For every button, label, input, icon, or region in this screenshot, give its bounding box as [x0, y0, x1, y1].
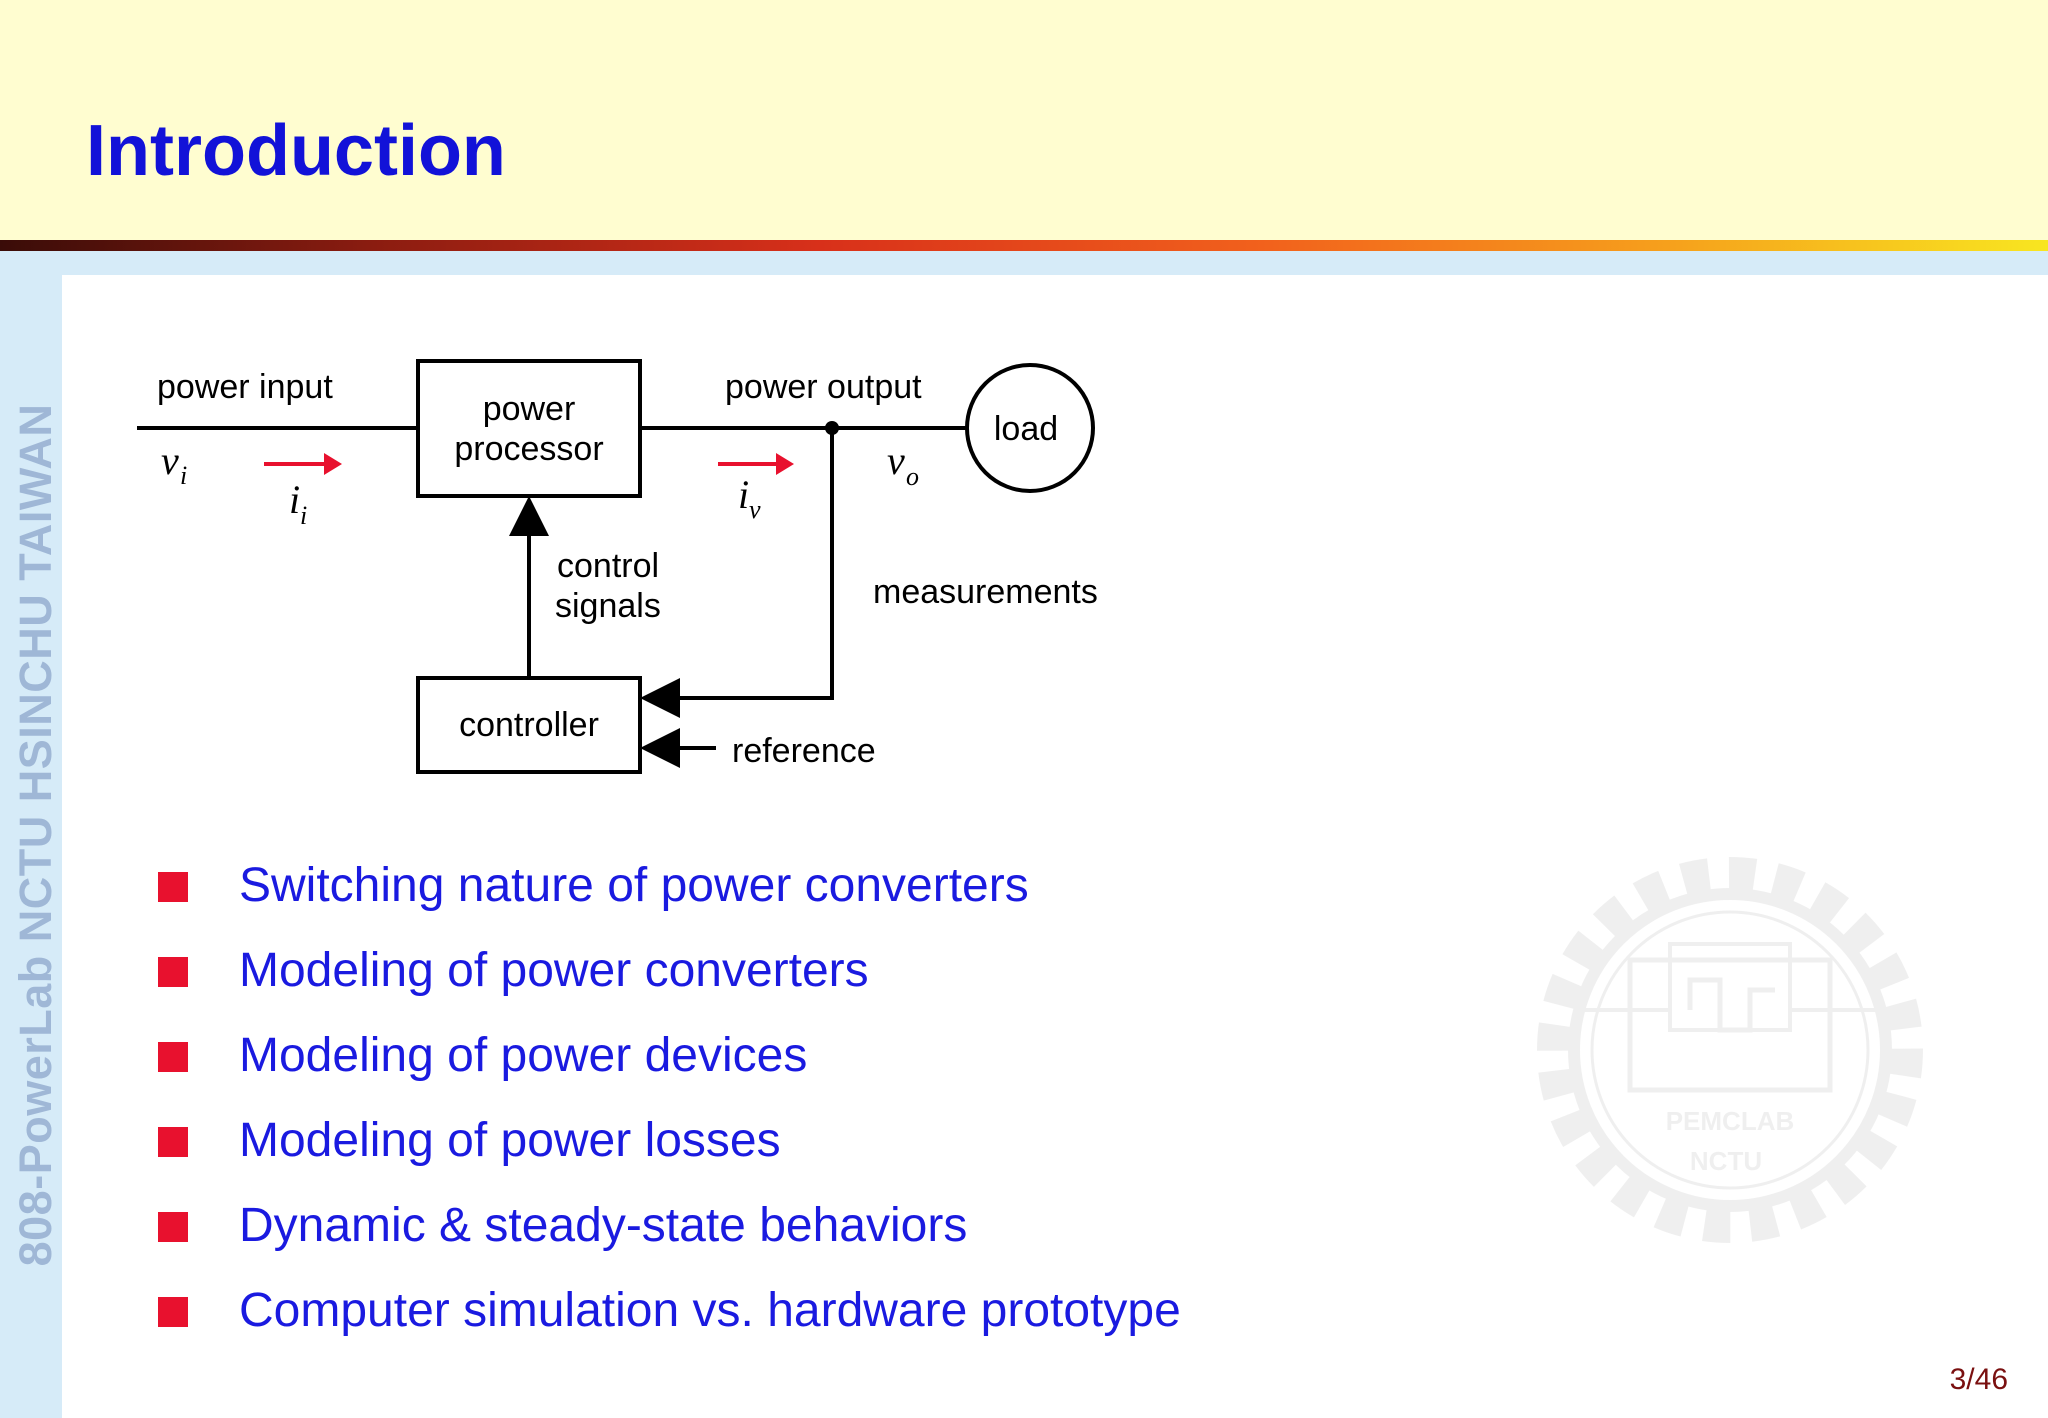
- bullet-text: Dynamic & steady-state behaviors: [239, 1199, 968, 1252]
- bullet-text: Computer simulation vs. hardware prototy…: [239, 1284, 1181, 1337]
- square-bullet-icon: [158, 1212, 188, 1242]
- vi-symbol: v i: [161, 438, 187, 490]
- top-accent-band: [0, 251, 2048, 275]
- measurement-path: [640, 428, 834, 718]
- output-current-arrow: [718, 453, 794, 475]
- svg-text:v: v: [161, 438, 179, 483]
- control-signals-label: control: [557, 547, 659, 585]
- vo-symbol: v o: [887, 438, 919, 491]
- square-bullet-icon: [158, 1042, 188, 1072]
- title-underline: [0, 240, 2048, 251]
- bullet-item: Modeling of power converters: [158, 941, 1458, 1001]
- svg-text:i: i: [300, 501, 307, 530]
- bullet-text: Modeling of power converters: [239, 944, 869, 997]
- bullet-item: Modeling of power losses: [158, 1111, 1458, 1171]
- side-band: [0, 251, 62, 1418]
- pemclab-watermark-logo: PEMCLAB NCTU: [1537, 857, 1923, 1243]
- square-bullet-icon: [158, 957, 188, 987]
- svg-text:i: i: [738, 472, 749, 517]
- power-input-label: power input: [157, 368, 333, 406]
- square-bullet-icon: [158, 1297, 188, 1327]
- svg-text:o: o: [906, 462, 919, 491]
- iv-symbol: i v: [738, 472, 761, 524]
- input-current-arrow: [264, 453, 342, 475]
- ii-symbol: i i: [289, 477, 307, 530]
- bullet-item: Dynamic & steady-state behaviors: [158, 1196, 1458, 1256]
- bullet-item: Switching nature of power converters: [158, 856, 1458, 916]
- measurements-label: measurements: [873, 573, 1098, 611]
- square-bullet-icon: [158, 872, 188, 902]
- reference-label: reference: [732, 732, 876, 770]
- controller-block: [416, 676, 642, 774]
- bullet-item: Computer simulation vs. hardware prototy…: [158, 1281, 1458, 1341]
- load-label: load: [994, 410, 1058, 448]
- control-signals-label: signals: [555, 587, 661, 625]
- bullet-text: Modeling of power devices: [239, 1029, 808, 1082]
- slide-title: Introduction: [86, 111, 506, 191]
- power-processor-label: processor: [454, 430, 603, 468]
- square-bullet-icon: [158, 1127, 188, 1157]
- svg-text:i: i: [289, 477, 300, 522]
- watermark-text: NCTU: [1690, 1146, 1762, 1176]
- controller-label: controller: [459, 706, 599, 744]
- page-number: 3/46: [1949, 1363, 2008, 1396]
- title-bar: [0, 0, 2048, 240]
- power-processor-block: [416, 359, 642, 498]
- watermark-text: PEMCLAB: [1666, 1106, 1795, 1136]
- bullet-text: Switching nature of power converters: [239, 859, 1029, 912]
- power-output-label: power output: [725, 368, 922, 406]
- svg-text:v: v: [887, 438, 905, 483]
- bullet-item: Modeling of power devices: [158, 1026, 1458, 1086]
- svg-text:i: i: [180, 461, 187, 490]
- power-processor-label: power: [483, 390, 576, 428]
- bullet-text: Modeling of power losses: [239, 1114, 781, 1167]
- svg-text:v: v: [749, 495, 761, 524]
